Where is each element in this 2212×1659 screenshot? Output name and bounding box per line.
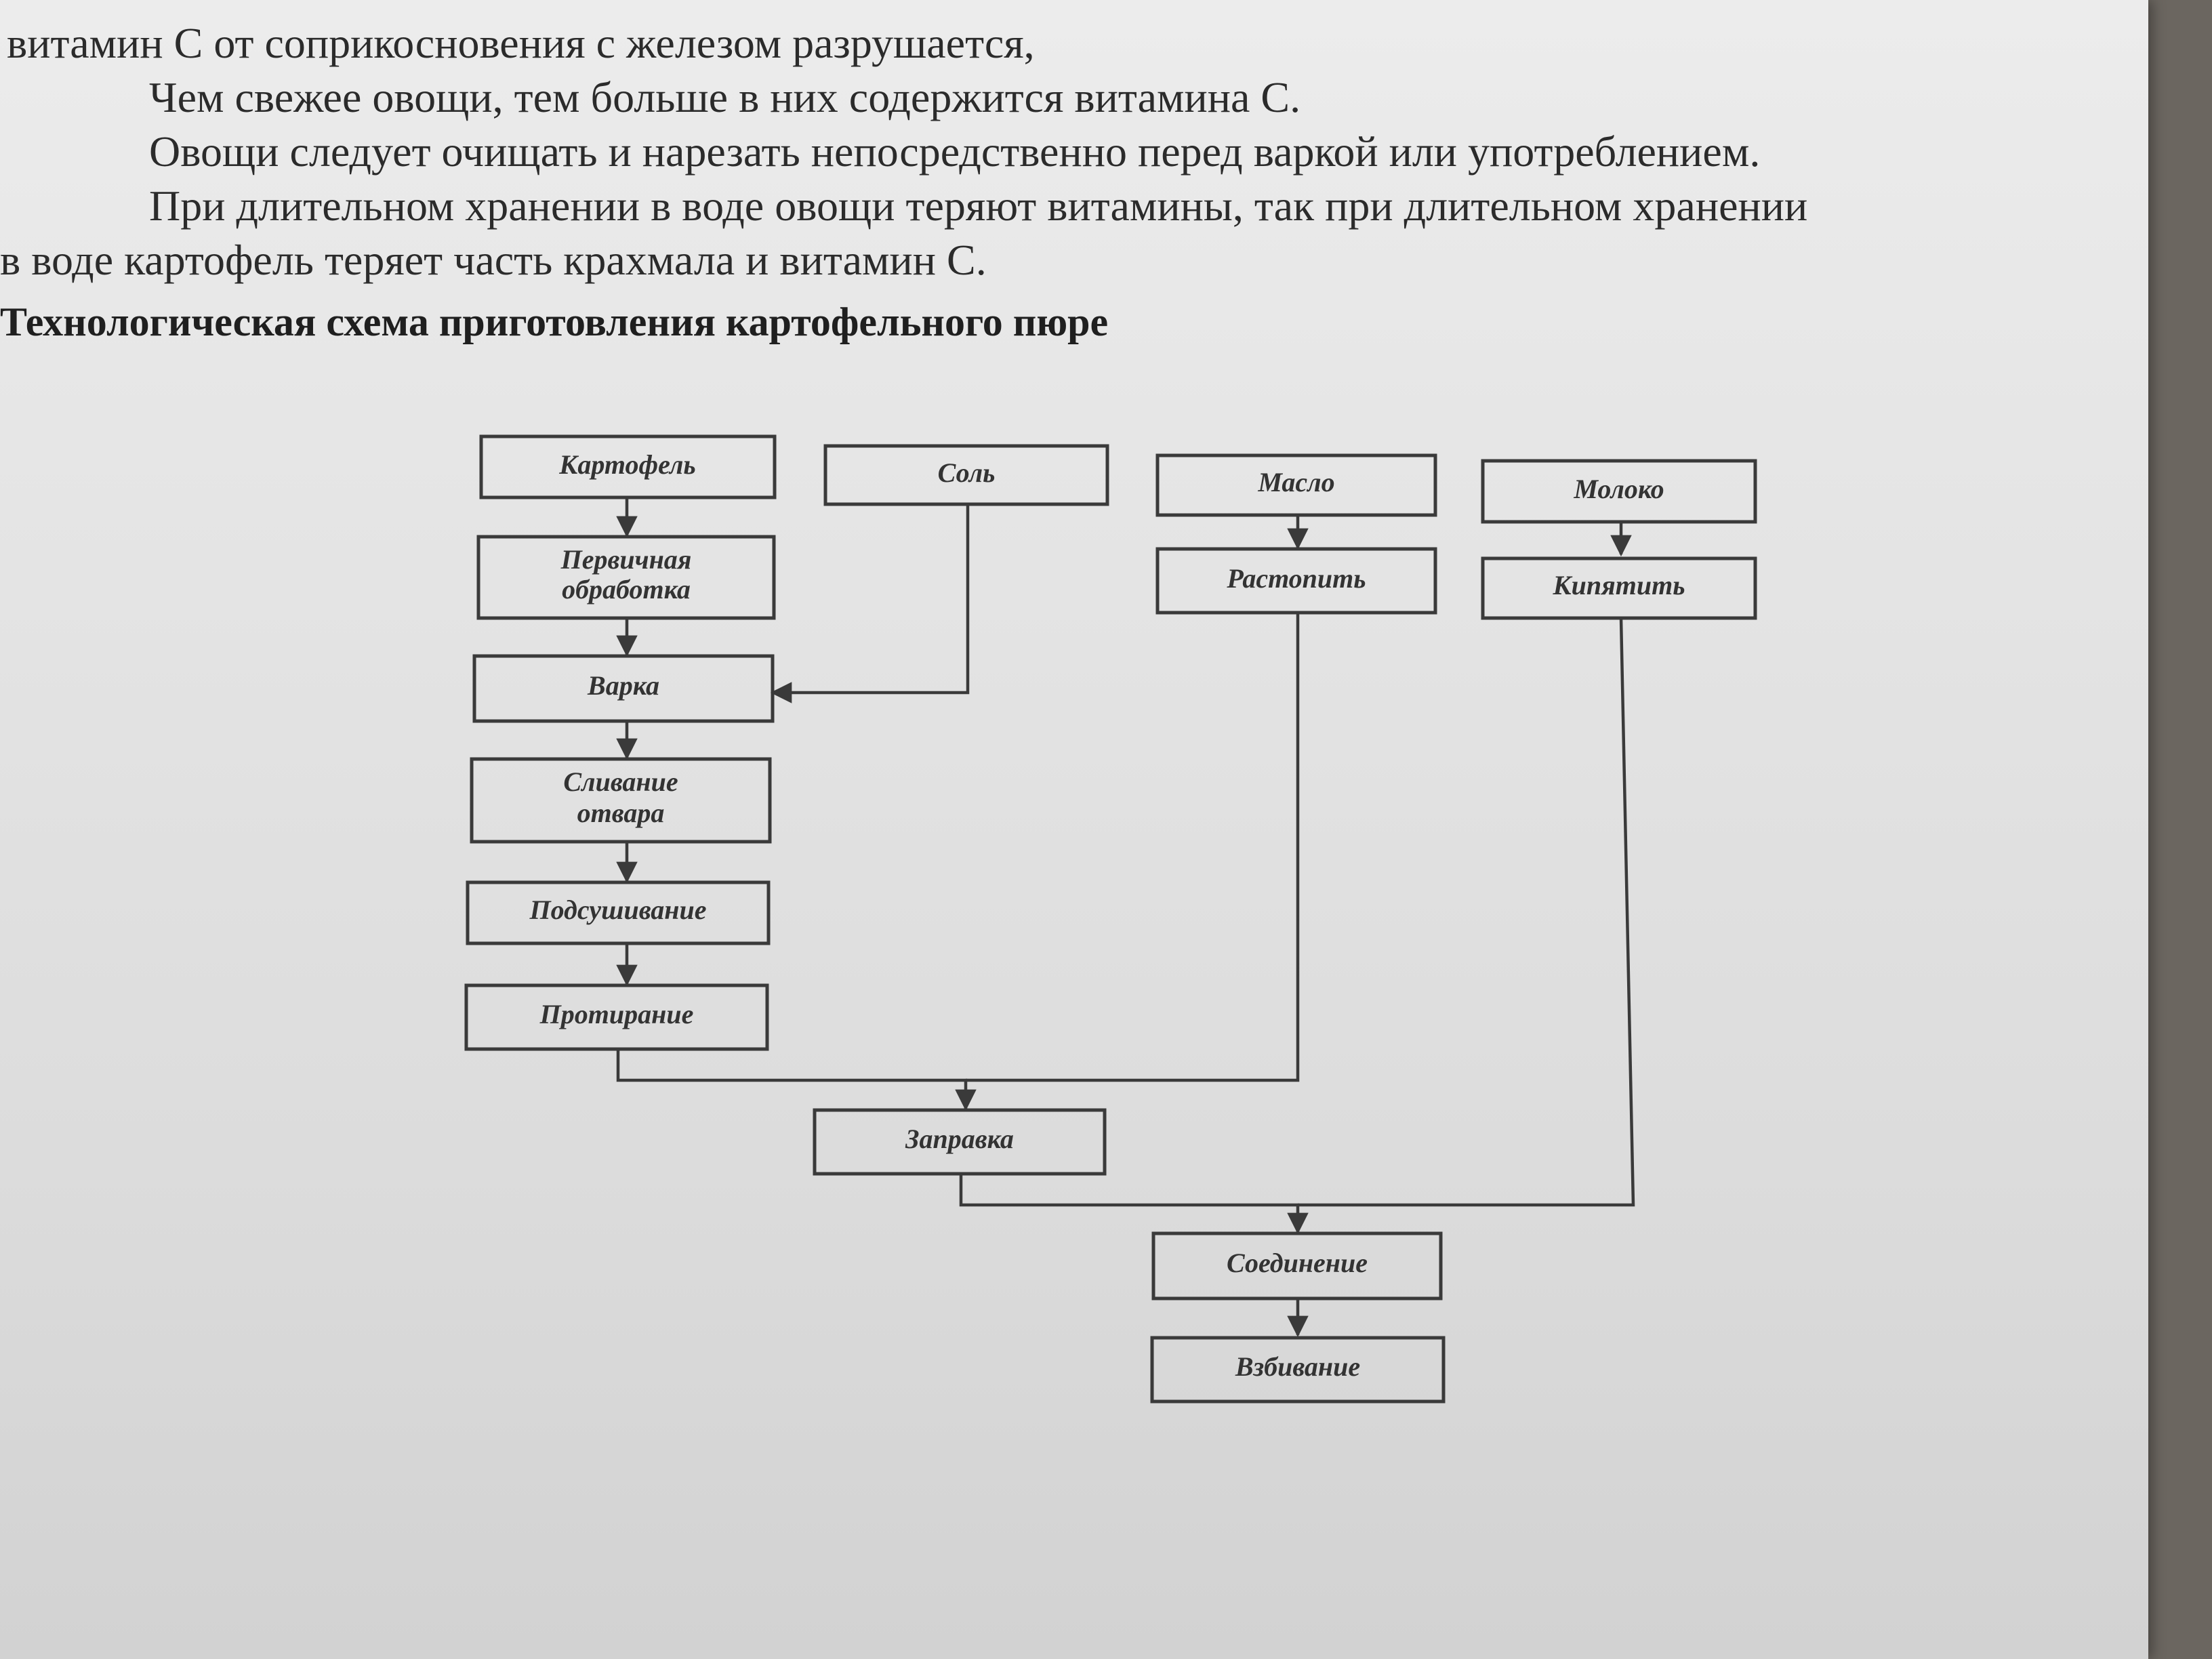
node-kartofel: Картофель (479, 434, 777, 499)
edge-rastopit-zapravka (966, 613, 1300, 1082)
node-label-kipyatit: Кипятить (1553, 570, 1685, 600)
node-label-pervichnaya-line1: Первичная (560, 544, 692, 575)
node-label-vzbivanie: Взбивание (1235, 1351, 1360, 1382)
text-line-2: Чем свежее овощи, тем больше в них содер… (149, 73, 1301, 121)
node-kipyatit: Кипятить (1481, 556, 1757, 620)
node-soedinenie: Соединение (1151, 1231, 1443, 1300)
node-moloko: Молоко (1481, 459, 1757, 524)
node-label-soedinenie: Соединение (1227, 1248, 1368, 1278)
node-vzbivanie: Взбивание (1150, 1336, 1446, 1404)
process-flow-diagram: Картофель Соль Масло Молоко Первичная об… (464, 434, 1757, 1404)
edge-protiranie-zapravka (616, 1049, 977, 1111)
edge-zapravka-soedinenie (959, 1174, 1309, 1235)
node-label-sol: Соль (938, 457, 996, 488)
paper-sheet: витамин С от соприкосновения с железом р… (0, 0, 2148, 1659)
text-line-4: При длительном хранении в воде овощи тер… (149, 182, 1808, 230)
node-podsushivanie: Подсушивание (466, 880, 771, 945)
diagram-edges (616, 497, 1635, 1338)
node-pervichnaya: Первичная обработка (476, 535, 776, 620)
text-line-1: витамин С от соприкосновения с железом р… (7, 19, 1035, 67)
node-sol: Соль (823, 444, 1109, 506)
node-slivanie: Сливание отвара (470, 757, 772, 844)
node-varka: Варка (472, 654, 775, 723)
node-protiranie: Протирание (464, 983, 769, 1051)
node-label-moloko: Молоко (1573, 474, 1664, 504)
node-label-varka: Варка (587, 670, 659, 701)
diagram-heading: Технологическая схема приготовления карт… (0, 300, 1109, 344)
node-label-rastopit: Растопить (1226, 563, 1366, 594)
node-label-protiranie: Протирание (539, 999, 694, 1029)
node-label-maslo: Масло (1257, 467, 1334, 497)
edge-sol-varka (770, 504, 970, 703)
node-label-pervichnaya-line2: обработка (562, 574, 691, 605)
node-label-kartofel: Картофель (558, 449, 695, 480)
node-label-slivanie-line2: отвара (577, 798, 665, 828)
node-label-podsushivanie: Подсушивание (529, 895, 706, 925)
node-label-slivanie-line1: Сливание (563, 766, 678, 797)
text-line-3: Овощи следует очищать и нарезать непосре… (149, 127, 1761, 176)
node-label-zapravka: Заправка (905, 1124, 1014, 1154)
edge-kipyatit-soedinenie (1298, 617, 1635, 1207)
node-maslo: Масло (1155, 453, 1437, 517)
text-line-5: в воде картофель теряет часть крахмала и… (0, 236, 987, 284)
node-zapravka: Заправка (813, 1108, 1107, 1176)
node-rastopit: Растопить (1155, 547, 1437, 615)
